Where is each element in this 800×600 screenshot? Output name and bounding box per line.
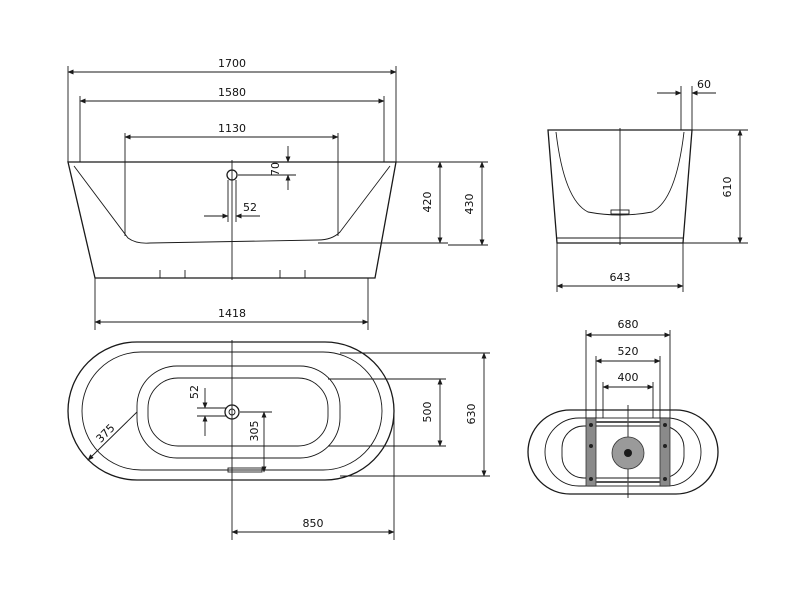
dim-630: 630 xyxy=(340,352,490,477)
dim-430: 430 xyxy=(448,161,488,246)
dim-label-1418: 1418 xyxy=(218,307,246,320)
front-view: 1700 1580 1130 70 xyxy=(67,57,488,330)
front-overflow-circle xyxy=(226,169,238,181)
dim-375: 375 xyxy=(87,411,138,461)
dim-label-520: 520 xyxy=(618,345,639,358)
base-view: 680 520 400 xyxy=(527,318,719,498)
dim-680: 680 xyxy=(585,318,671,418)
top-outer-outline xyxy=(67,341,395,481)
dim-label-1700: 1700 xyxy=(218,57,246,70)
dim-400: 400 xyxy=(602,371,654,418)
dim-52-front: 52 xyxy=(204,180,260,222)
dim-label-850: 850 xyxy=(303,517,324,530)
dim-1580: 1580 xyxy=(79,86,385,162)
dim-70: 70 xyxy=(238,146,296,190)
dim-1418: 1418 xyxy=(94,278,369,330)
front-inner-wall-right xyxy=(317,165,391,241)
dim-label-610: 610 xyxy=(721,177,734,198)
dim-label-643: 643 xyxy=(610,271,631,284)
dim-label-680: 680 xyxy=(618,318,639,331)
front-tub-floor xyxy=(149,239,319,244)
dim-1700: 1700 xyxy=(67,57,397,162)
dim-643: 643 xyxy=(556,243,684,292)
dim-label-1130: 1130 xyxy=(218,122,246,135)
side-drain-mark xyxy=(610,209,630,215)
base-inner-basin xyxy=(561,425,685,479)
dim-500: 500 xyxy=(328,378,446,447)
dim-520: 520 xyxy=(595,345,661,418)
dim-label-375: 375 xyxy=(94,422,118,446)
dim-52-top: 52 xyxy=(188,385,226,436)
dim-label-52-front: 52 xyxy=(243,201,257,214)
dim-label-430: 430 xyxy=(463,194,476,215)
base-drain-hole xyxy=(624,449,632,457)
dim-label-1580: 1580 xyxy=(218,86,246,99)
top-drain-inner xyxy=(228,408,236,416)
dim-label-420: 420 xyxy=(421,192,434,213)
dim-label-60: 60 xyxy=(697,78,711,91)
dim-60: 60 xyxy=(657,78,716,130)
top-drain-outer xyxy=(224,404,240,420)
dim-1130: 1130 xyxy=(124,122,339,236)
front-inner-wall-left xyxy=(73,165,151,244)
dim-label-52-top: 52 xyxy=(188,385,201,399)
dim-label-500: 500 xyxy=(421,402,434,423)
base-support-frame xyxy=(585,417,671,487)
dim-610: 610 xyxy=(683,129,748,244)
top-basin-inner xyxy=(147,377,329,447)
top-view: 52 375 305 850 500 xyxy=(67,340,490,540)
base-outer-outline xyxy=(527,409,719,495)
dim-label-70: 70 xyxy=(269,162,282,176)
front-feet-marks xyxy=(159,270,306,278)
side-view: 60 610 643 xyxy=(547,78,748,292)
dim-850: 850 xyxy=(231,411,395,540)
dim-420: 420 xyxy=(318,161,448,244)
dim-label-400: 400 xyxy=(618,371,639,384)
dim-label-305: 305 xyxy=(248,421,261,442)
dim-label-630: 630 xyxy=(465,404,478,425)
dim-305: 305 xyxy=(240,411,272,473)
